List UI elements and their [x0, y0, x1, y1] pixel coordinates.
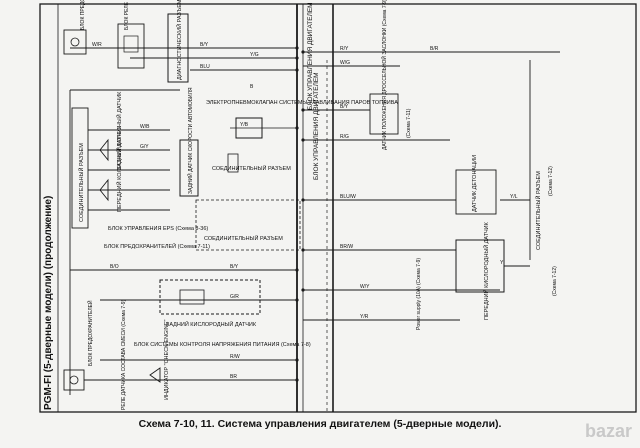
voltage-block-label: БЛОК СИСТЕМЫ КОНТРОЛЯ НАПРЯЖЕНИЯ ПИТАНИЯ… — [134, 342, 311, 348]
right-wires — [303, 60, 531, 267]
wire-code: BLU — [200, 64, 210, 70]
wire-code: B/Y — [340, 104, 349, 110]
svg-text:БЛОК РЕЛЕ: БЛОК РЕЛЕ — [124, 1, 130, 30]
svg-text:ЗАДНИЙ КИСЛОРОДНЫЙ ДАТЧИК: ЗАДНИЙ КИСЛОРОДНЫЙ ДАТЧИК — [166, 320, 257, 328]
wire-code: B — [250, 84, 254, 90]
wire-code: B/Y — [230, 264, 239, 270]
wire-codes: W/R B/Y Y/G BLU B R/Y W/G B/R Y/B W/B G/… — [92, 42, 518, 380]
terminal-markers — [295, 46, 305, 382]
wire-code: B/O — [110, 264, 119, 270]
svg-text:БЛОК ПРЕДОХРАНИТЕЛЕЙ: БЛОК ПРЕДОХРАНИТЕЛЕЙ — [78, 0, 86, 30]
connector-low: СОЕДИНИТЕЛЬНЫЙ РАЗЪЕМ — [195, 199, 301, 251]
connector-left: СОЕДИНИТЕЛЬНЫЙ РАЗЪЕМ — [71, 107, 89, 229]
figure-caption: Схема 7-10, 11. Система управления двига… — [138, 418, 502, 430]
wire-code: B/Y — [200, 42, 209, 48]
schema-ref-2: (Схема 7-12) — [552, 266, 558, 296]
top-wires — [69, 47, 560, 395]
schema-ref-1: (Схема 7-12) — [548, 166, 554, 196]
schema-ref-3: (Схема 7-11) — [406, 108, 412, 138]
wire-code: BR/W — [340, 244, 353, 250]
diagram-frame — [39, 3, 637, 413]
power-supply-label: Power supply (10A) (Схема 7-9) — [416, 258, 422, 330]
svg-text:СОЕДИНИТЕЛЬНЫЙ РАЗЪЕМ: СОЕДИНИТЕЛЬНЫЙ РАЗЪЕМ — [212, 164, 291, 172]
rear-o2-sensor: ЗАДНИЙ КИСЛОРОДНЫЙ ДАТЧИК — [159, 279, 261, 328]
wire-code: G/Y — [140, 144, 149, 150]
wire-code: R/Y — [340, 46, 349, 52]
connector-mid: СОЕДИНИТЕЛЬНЫЙ РАЗЪЕМ — [212, 153, 291, 173]
rear-speed-sensor: ЗАДНИЙ ДАТЧИК СКОРОСТИ АВТОМОБИЛЯ — [179, 87, 199, 197]
wire-code: G/R — [230, 294, 239, 300]
svg-text:РЕЛЕ ДАТЧИКА СОСТАВА СМЕСИ (Сх: РЕЛЕ ДАТЧИКА СОСТАВА СМЕСИ (Схема 7-9) — [121, 299, 127, 410]
fuse-block-top: БЛОК ПРЕДОХРАНИТЕЛЕЙ — [63, 0, 87, 55]
wire-code: W/Y — [360, 284, 370, 290]
fuse-mid-label: БЛОК ПРЕДОХРАНИТЕЛЕЙ (Схема 7-11) — [104, 242, 210, 250]
svg-text:БЛОК ПРЕДОХРАНИТЕЛЕЙ: БЛОК ПРЕДОХРАНИТЕЛЕЙ — [86, 300, 94, 366]
svg-text:ДИАГНОСТИЧЕСКИЙ РАЗЪЕМ: ДИАГНОСТИЧЕСКИЙ РАЗЪЕМ — [175, 0, 183, 80]
bottom-wires — [70, 269, 500, 381]
wheel-sensors — [88, 129, 170, 211]
wire-code: BR — [230, 374, 237, 380]
wire-code: R/W — [230, 354, 240, 360]
wire-code: B/R — [430, 46, 439, 52]
rear-wheel-sensor-label: ЗАДНИЙ КОЛЕСНЫЙ ДАТЧИК — [115, 91, 123, 170]
front-wheel-sensor-label: ПЕРЕДНИЙ КОЛЕСНЫЙ ДАТЧИК — [115, 125, 123, 212]
svg-text:ПЕРЕДНИЙ КИСЛОРОДНЫЙ ДАТЧИК: ПЕРЕДНИЙ КИСЛОРОДНЫЙ ДАТЧИК — [482, 221, 490, 320]
svg-text:СОЕДИНИТЕЛЬНЫЙ РАЗЪЕМ: СОЕДИНИТЕЛЬНЫЙ РАЗЪЕМ — [204, 234, 283, 242]
wire-code: Y/B — [240, 122, 249, 128]
wire-code: Y/G — [250, 52, 259, 58]
wire-code: W/R — [92, 42, 102, 48]
front-o2-sensor: ПЕРЕДНИЙ КИСЛОРОДНЫЙ ДАТЧИК — [455, 221, 505, 320]
connector-right-label: СОЕДИНИТЕЛЬНЫЙ РАЗЪЕМ — [534, 171, 542, 250]
relay-block-top: БЛОК РЕЛЕ — [117, 1, 145, 69]
wire-code: Y/L — [510, 194, 518, 200]
watermark: bazar — [584, 421, 632, 441]
svg-text:ДАТЧИК ПОЛОЖЕНИЯ ДРОССЕЛЬНОЙ З: ДАТЧИК ПОЛОЖЕНИЯ ДРОССЕЛЬНОЙ ЗАСЛОНКИ (С… — [380, 0, 388, 150]
svg-text:ЭЛЕКТРОПНЕВМОКЛАПАН СИСТЕМЫ УЛ: ЭЛЕКТРОПНЕВМОКЛАПАН СИСТЕМЫ УЛАВЛИВАНИЯ … — [206, 100, 398, 106]
relay-mix: РЕЛЕ ДАТЧИКА СОСТАВА СМЕСИ (Схема 7-9) Б… — [63, 299, 127, 410]
wire-code: W/G — [340, 60, 350, 66]
throttle-sensor: ДАТЧИК ПОЛОЖЕНИЯ ДРОССЕЛЬНОЙ ЗАСЛОНКИ (С… — [369, 0, 399, 150]
wire-code: Y/R — [360, 314, 369, 320]
svg-text:ЗАДНИЙ ДАТЧИК СКОРОСТИ АВТОМОБ: ЗАДНИЙ ДАТЧИК СКОРОСТИ АВТОМОБИЛЯ — [186, 87, 194, 194]
ecu-mid-label: БЛОК УПРАВЛЕНИЯ ДВИГАТЕЛЕМ — [313, 72, 320, 180]
diag-connector: ДИАГНОСТИЧЕСКИЙ РАЗЪЕМ — [167, 0, 189, 83]
side-title: PGM-FI (5-дверные модели) (продолжение) — [43, 196, 54, 410]
knock-sensor: ДАТЧИК ДЕТОНАЦИИ — [455, 155, 497, 215]
wire-code: W/B — [140, 124, 150, 130]
evap-valve: ЭЛЕКТРОПНЕВМОКЛАПАН СИСТЕМЫ УЛАВЛИВАНИЯ … — [206, 100, 398, 139]
svg-text:ДАТЧИК ДЕТОНАЦИИ: ДАТЧИК ДЕТОНАЦИИ — [472, 155, 478, 212]
eps-block-label: БЛОК УПРАВЛЕНИЯ EPS (Схема 8-36) — [108, 226, 208, 232]
wire-code: BLU/W — [340, 194, 356, 200]
ecu-top-label: БЛОК УПРАВЛЕНИЯ ДВИГАТЕЛЕМ — [307, 2, 314, 110]
svg-text:СОЕДИНИТЕЛЬНЫЙ РАЗЪЕМ: СОЕДИНИТЕЛЬНЫЙ РАЗЪЕМ — [77, 143, 85, 222]
wire-code: Y — [500, 260, 504, 266]
wire-code: R/G — [340, 134, 349, 140]
